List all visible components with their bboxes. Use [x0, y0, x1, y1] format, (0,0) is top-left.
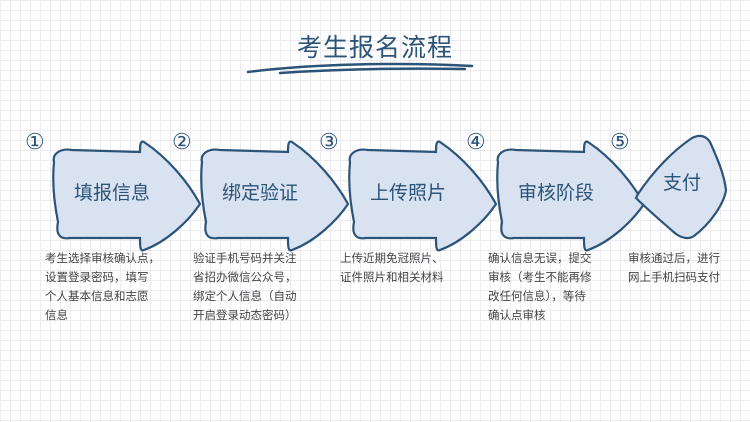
step-number: ④ [466, 130, 486, 155]
step-description: 上传近期免冠照片、证件照片和相关材料 [340, 249, 444, 287]
step-number: ③ [319, 130, 339, 155]
page-title: 考生报名流程 [296, 33, 453, 62]
step-number: ① [25, 130, 45, 155]
description-line: 审核（考生不能再修 [488, 270, 592, 284]
step-number: ⑤ [610, 130, 630, 155]
description-line: 证件照片和相关材料 [340, 270, 444, 284]
description-line: 网上手机扫码支付 [628, 270, 720, 284]
description-line: 确认信息无误，提交 [488, 251, 592, 265]
description-line: 绑定个人信息（自动 [193, 289, 297, 303]
arrow-shape [200, 140, 350, 252]
description-line: 设置登录密码，填写 [45, 270, 149, 284]
description-line: 考生选择审核确认点， [45, 251, 160, 265]
step-label: 支付 [662, 172, 701, 194]
description-line: 验证手机号码并关注 [193, 251, 297, 265]
step-description: 确认信息无误，提交审核（考生不能再修改任何信息），等待确认点审核 [488, 249, 592, 325]
description-line: 审核通过后，进行 [628, 251, 720, 265]
arrow-shape [348, 140, 498, 252]
step-description: 验证手机号码并关注省招办微信公众号， 绑定个人信息（自动开启登录动态密码） [193, 249, 297, 325]
step-description: 考生选择审核确认点， 设置登录密码，填写个人基本信息和志愿信息 [45, 249, 160, 325]
description-line: 省招办微信公众号， [193, 270, 297, 284]
diamond-shape [634, 134, 728, 240]
title-underline [246, 62, 474, 75]
description-line: 上传近期免冠照片、 [340, 251, 444, 265]
description-line: 开启登录动态密码） [193, 308, 297, 322]
step-number: ② [172, 130, 192, 155]
step-description: 审核通过后，进行网上手机扫码支付 [628, 249, 720, 287]
description-line: 确认点审核 [488, 308, 546, 322]
description-line: 个人基本信息和志愿 [45, 289, 149, 303]
arrow-shape [496, 140, 646, 252]
description-line: 信息 [45, 308, 68, 322]
step-label: 填报信息 [73, 182, 150, 204]
description-line: 改任何信息），等待 [488, 289, 586, 303]
step-label: 审核阶段 [517, 182, 594, 204]
arrow-shape [52, 140, 202, 252]
step-label: 上传照片 [369, 182, 446, 204]
step-label: 绑定验证 [221, 182, 298, 204]
